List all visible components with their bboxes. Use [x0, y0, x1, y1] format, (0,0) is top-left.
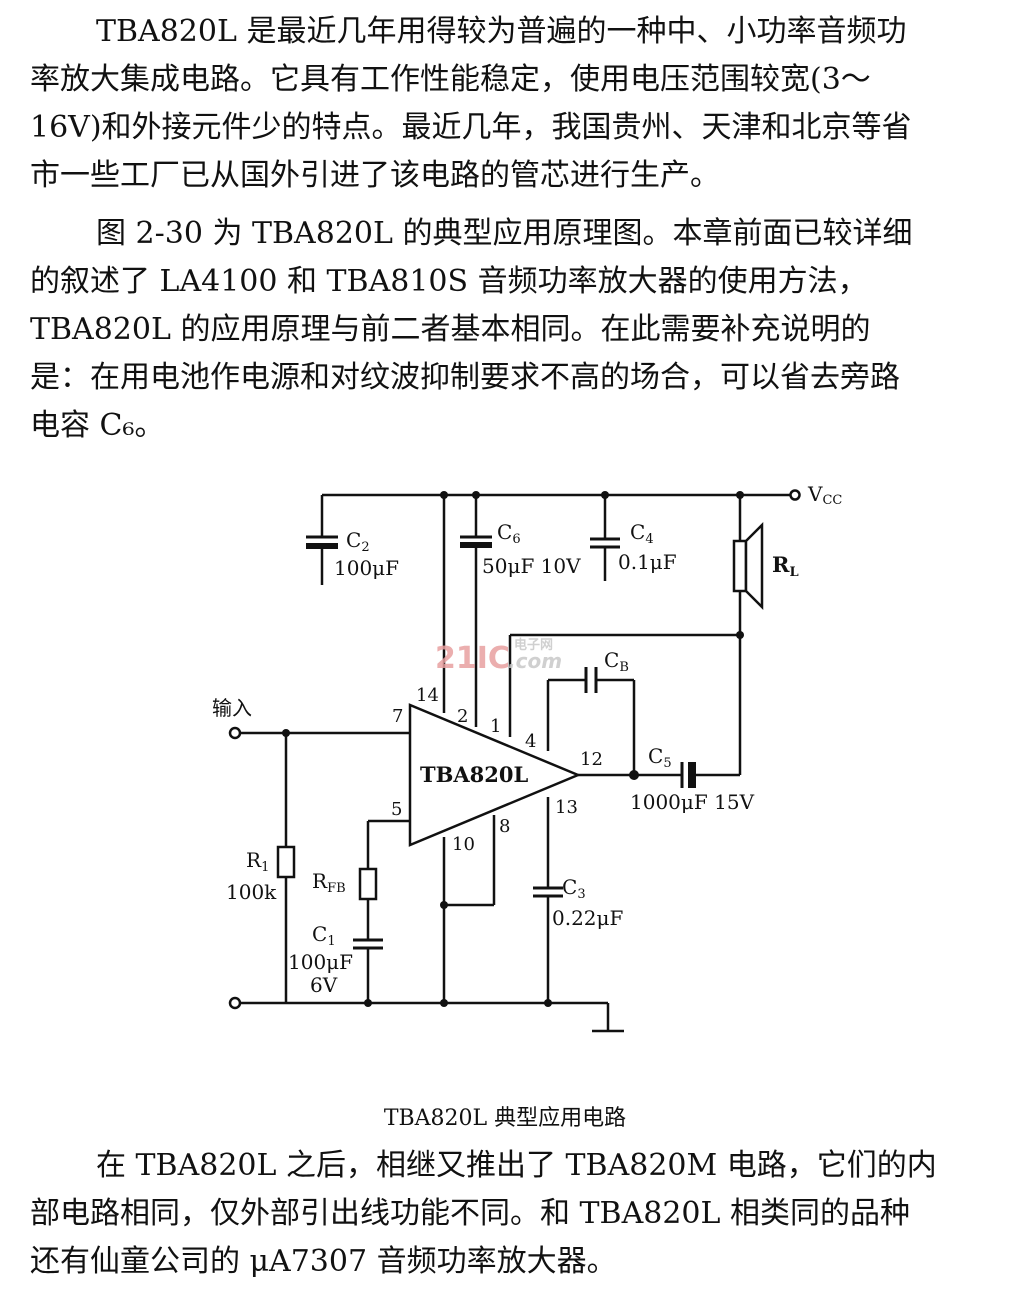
- text-line: 图 2-30 为 TBA820L 的典型应用原理图。本章前面已较详细: [96, 216, 913, 251]
- speaker-icon: [732, 521, 764, 611]
- pin-4: 4: [525, 731, 536, 752]
- pin-10: 10: [452, 834, 475, 855]
- resistor-r1: [276, 845, 296, 879]
- terminals: [228, 489, 801, 1010]
- text-line: 在 TBA820L 之后，相继又推出了 TBA820M 电路，它们的内: [96, 1148, 937, 1183]
- c5-label: C5: [648, 744, 672, 771]
- pin-1: 1: [490, 716, 501, 737]
- c5-value: 1000μF 15V: [630, 790, 755, 814]
- pin-5: 5: [391, 799, 402, 820]
- ground-terminal: [228, 996, 242, 1010]
- amplifier-triangle: [408, 703, 582, 847]
- pin-8: 8: [499, 816, 510, 837]
- text-line: 率放大集成电路。它具有工作性能稳定，使用电压范围较宽(3～: [30, 62, 871, 97]
- rfb-label: RFB: [312, 869, 346, 896]
- pin-13: 13: [555, 797, 578, 818]
- c4-value: 0.1μF: [618, 550, 677, 574]
- pin-7: 7: [392, 706, 403, 727]
- c1-label: C1: [312, 922, 336, 949]
- r1-label: R1: [246, 848, 269, 875]
- input-label: 输入: [212, 696, 252, 720]
- c2-label: C2: [346, 528, 370, 555]
- pin-2: 2: [457, 706, 468, 727]
- text-line: 是：在用电池作电源和对纹波抑制要求不高的场合，可以省去旁路: [30, 360, 900, 395]
- text-line: 市一些工厂已从国外引进了该电路的管芯进行生产。: [30, 158, 720, 193]
- circuit-wires: [240, 493, 790, 1033]
- r1-value: 100k: [226, 880, 277, 904]
- text-line: 还有仙童公司的 μA7307 音频功率放大器。: [30, 1244, 617, 1279]
- c1-value: 100μF: [288, 950, 353, 974]
- capacitor-plates: [306, 535, 696, 950]
- text-line: TBA820L 是最近几年用得较为普遍的一种中、小功率音频功: [96, 14, 907, 49]
- input-terminal: [228, 726, 242, 740]
- c2-value: 100μF: [334, 556, 399, 580]
- text-line: TBA820L 的应用原理与前二者基本相同。在此需要补充说明的: [30, 312, 871, 347]
- c1-voltage: 6V: [310, 973, 338, 997]
- vcc-terminal: [789, 489, 801, 501]
- vcc-label: VCC: [807, 482, 842, 508]
- c6-value: 50μF 10V: [482, 554, 581, 578]
- text-line: 部电路相同，仅外部引出线功能不同。和 TBA820L 相类同的品种: [30, 1196, 910, 1231]
- figure-caption: TBA820L 典型应用电路: [383, 1106, 627, 1131]
- watermark-brand: 21IC: [435, 641, 510, 676]
- c3-label: C3: [562, 875, 586, 902]
- junction-dots: [282, 491, 744, 1007]
- c6-label: C6: [497, 520, 521, 547]
- resistor-rfb: [358, 867, 378, 901]
- paragraph-figure-description: 图 2-30 为 TBA820L 的典型应用原理图。本章前面已较详细 的叙述了 …: [30, 210, 950, 450]
- text-line: 电容 C₆。: [30, 408, 165, 443]
- circuit-diagram: 21IC 电子网 .com TBA820L 14 2 1 4 7 12 5 8 …: [212, 482, 842, 1033]
- text-line: 的叙述了 LA4100 和 TBA810S 音频功率放大器的使用方法，: [30, 264, 868, 299]
- paragraph-intro: TBA820L 是最近几年用得较为普遍的一种中、小功率音频功 率放大集成电路。它…: [30, 8, 950, 200]
- c4-label: C4: [630, 520, 654, 547]
- watermark-dotcom: .com: [508, 649, 562, 673]
- watermark-logo: 21IC 电子网 .com: [435, 637, 562, 676]
- load-label: RL: [772, 552, 799, 580]
- cb-label: CB: [604, 648, 629, 675]
- c3-value: 0.22μF: [552, 906, 624, 930]
- paragraph-followup: 在 TBA820L 之后，相继又推出了 TBA820M 电路，它们的内 部电路相…: [30, 1142, 950, 1286]
- watermark-cn: 电子网: [514, 637, 553, 653]
- pin-14: 14: [416, 685, 439, 706]
- text-line: 16V)和外接元件少的特点。最近几年，我国贵州、天津和北京等省: [30, 110, 912, 145]
- pin-12: 12: [580, 749, 603, 770]
- chip-label: TBA820L: [420, 762, 529, 787]
